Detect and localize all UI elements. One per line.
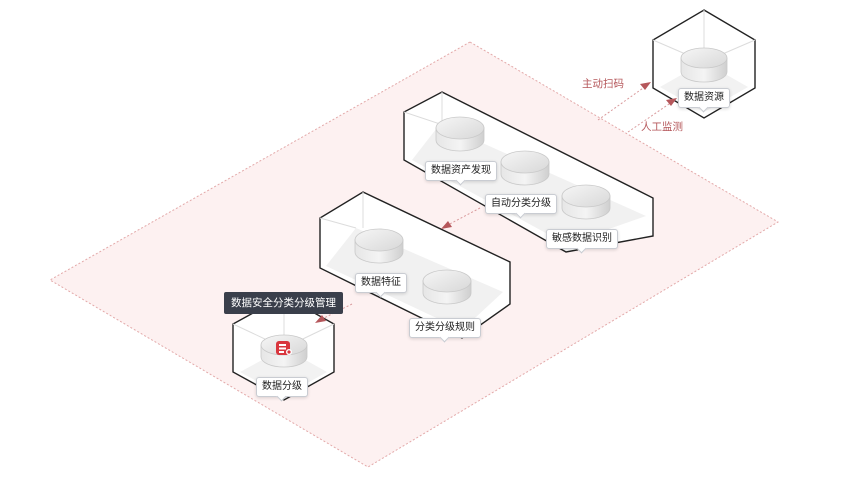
database-icon <box>422 269 472 305</box>
active-scan-label: 主动扫码 <box>582 78 624 90</box>
database-icon <box>500 150 550 186</box>
database-icon <box>561 184 611 220</box>
node-label-sensitive-identify: 敏感数据识别 <box>546 229 618 249</box>
node-label-asset-discovery: 数据资产发现 <box>425 161 497 181</box>
database-icon <box>435 116 485 152</box>
node-label-data-feature: 数据特征 <box>355 273 407 293</box>
database-icon <box>354 228 404 264</box>
manual-monitor-label: 人工监测 <box>641 121 683 133</box>
node-label-data-resource: 数据资源 <box>678 88 730 108</box>
database-icon <box>680 47 728 83</box>
flow-active-scan <box>597 82 651 121</box>
node-label-data-grading: 数据分级 <box>256 377 308 397</box>
node-label-classify-rule: 分类分级规则 <box>409 318 481 338</box>
flow-manual-monitor <box>627 98 677 133</box>
database-shield-icon <box>276 341 292 355</box>
flow-to-rules <box>441 207 481 229</box>
node-label-auto-classify: 自动分类分级 <box>485 194 557 214</box>
diagram-title-badge: 数据安全分类分级管理 <box>224 292 343 314</box>
